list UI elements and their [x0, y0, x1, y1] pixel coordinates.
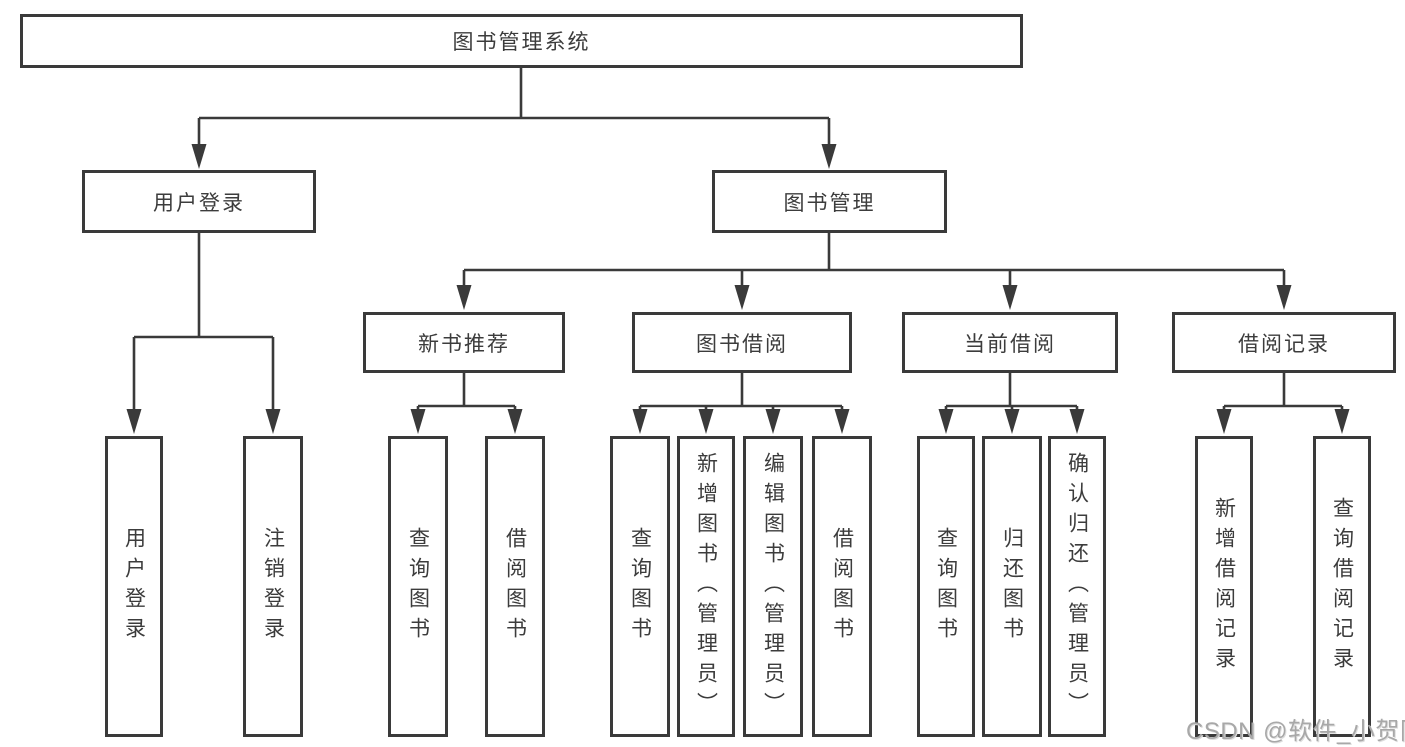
arrowhead-newbook-borrow [507, 409, 523, 434]
arrowhead-leaf-logout [265, 409, 281, 434]
arrowhead-current-borrow [1002, 285, 1018, 310]
leaf-query-books-current: 查询图书 [917, 436, 975, 737]
arrowhead-borrow-query [632, 409, 648, 434]
arrowhead-borrow-add [698, 409, 714, 434]
arrowhead-borrow-borrow [834, 409, 850, 434]
leaf-add-books-admin: 新增图书（管理员） [677, 436, 735, 737]
connector-user-login-group [132, 233, 275, 412]
leaf-edit-books-admin: 编辑图书（管理员） [743, 436, 803, 737]
leaf-label: 归还图书 [1000, 526, 1024, 647]
node-label: 新书推荐 [418, 332, 510, 356]
connector-root-to-level2 [197, 68, 831, 150]
leaf-borrow-books-newbooks: 借阅图书 [485, 436, 545, 737]
leaf-label: 用户登录 [122, 526, 146, 647]
arrowhead-record-query [1334, 409, 1350, 434]
arrowhead-newbook-query [410, 409, 426, 434]
arrowhead-current-confirm [1069, 409, 1085, 434]
connector-book-borrow-group [638, 373, 844, 412]
connector-current-borrow-group [944, 373, 1079, 412]
leaf-label: 查询借阅记录 [1330, 496, 1354, 677]
arrowhead-leaf-user-login [126, 409, 142, 434]
arrowhead-new-book-recommend [456, 285, 472, 310]
node-label: 借阅记录 [1238, 332, 1330, 356]
connector-borrow-records-group [1222, 373, 1344, 412]
node-label: 图书管理 [783, 191, 876, 215]
arrowhead-user-login [191, 144, 207, 169]
leaf-logout-login: 注销登录 [243, 436, 303, 737]
leaf-query-books-borrow: 查询图书 [610, 436, 670, 737]
arrowhead-current-return [1004, 409, 1020, 434]
connectors [126, 68, 1350, 434]
arrowhead-book-management [821, 144, 837, 169]
arrowhead-borrow-edit [765, 409, 781, 434]
node-label: 当前借阅 [964, 332, 1056, 356]
connector-book-management-group [462, 233, 1286, 288]
leaf-label: 新增借阅记录 [1212, 496, 1236, 677]
arrowhead-current-query [938, 409, 954, 434]
borrow-records-node: 借阅记录 [1172, 312, 1396, 373]
leaf-label: 查询图书 [934, 526, 958, 647]
leaf-add-borrow-record: 新增借阅记录 [1195, 436, 1253, 737]
arrowhead-book-borrow [734, 285, 750, 310]
leaf-label: 新增图书（管理员） [694, 451, 718, 722]
book-borrow-node: 图书借阅 [632, 312, 852, 373]
leaf-query-books-newbooks: 查询图书 [388, 436, 448, 737]
leaf-confirm-return-admin: 确认归还（管理员） [1048, 436, 1106, 737]
arrowhead-record-add [1216, 409, 1232, 434]
user-login-node: 用户登录 [82, 170, 316, 233]
leaf-user-login: 用户登录 [105, 436, 163, 737]
new-book-recommend-node: 新书推荐 [363, 312, 565, 373]
book-management-node: 图书管理 [712, 170, 947, 233]
leaf-query-borrow-record: 查询借阅记录 [1313, 436, 1371, 737]
arrowhead-borrow-records [1276, 285, 1292, 310]
current-borrow-node: 当前借阅 [902, 312, 1118, 373]
leaf-label: 借阅图书 [830, 526, 854, 647]
leaf-label: 确认归还（管理员） [1065, 451, 1089, 722]
node-label: 图书借阅 [696, 332, 788, 356]
leaf-label: 查询图书 [406, 526, 430, 647]
node-label: 图书管理系统 [452, 31, 591, 54]
root-node: 图书管理系统 [20, 14, 1023, 68]
leaf-label: 查询图书 [628, 526, 652, 647]
leaf-label: 注销登录 [261, 526, 285, 647]
connector-new-book-group [416, 373, 517, 412]
leaf-borrow-books: 借阅图书 [812, 436, 872, 737]
leaf-label: 借阅图书 [503, 526, 527, 647]
node-label: 用户登录 [153, 191, 245, 215]
leaf-return-books: 归还图书 [982, 436, 1042, 737]
watermark: CSDN @软件_小贺同学 [1186, 718, 1405, 745]
leaf-label: 编辑图书（管理员） [761, 451, 785, 722]
